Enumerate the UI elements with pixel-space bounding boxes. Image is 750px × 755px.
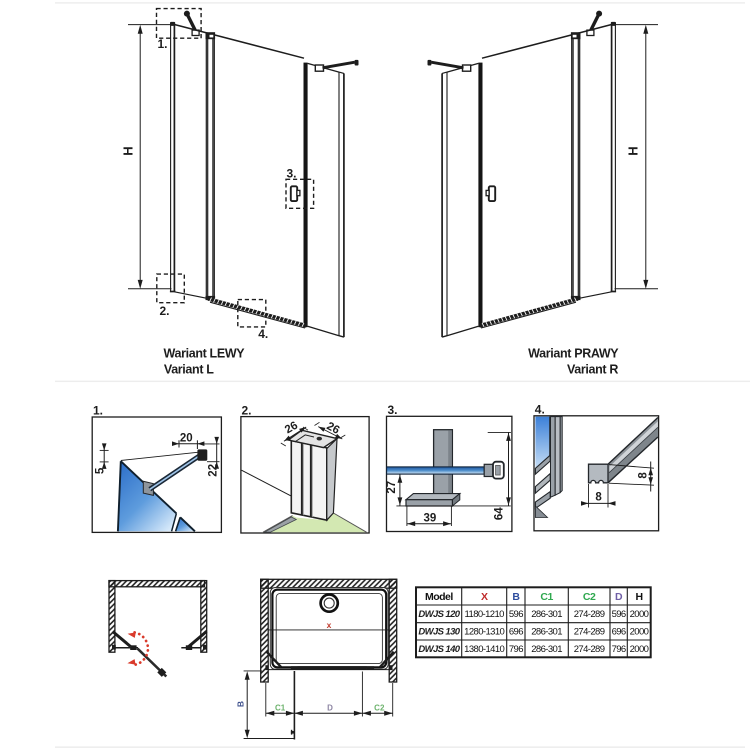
svg-text:796: 796 <box>509 644 523 655</box>
svg-text:Wariant PRAWY: Wariant PRAWY <box>528 346 619 360</box>
svg-text:2.: 2. <box>160 304 170 318</box>
svg-text:Wariant LEWY: Wariant LEWY <box>164 346 246 360</box>
svg-text:26: 26 <box>324 420 341 437</box>
svg-text:696: 696 <box>612 627 626 638</box>
svg-text:C1: C1 <box>275 704 286 713</box>
svg-text:H: H <box>120 146 135 155</box>
svg-text:C1: C1 <box>540 591 553 603</box>
svg-text:Model: Model <box>425 591 453 603</box>
svg-text:5: 5 <box>95 467 107 474</box>
svg-text:2000: 2000 <box>630 609 649 620</box>
svg-text:2.: 2. <box>242 403 252 417</box>
svg-text:2000: 2000 <box>630 627 649 638</box>
svg-text:2000: 2000 <box>630 644 649 655</box>
svg-text:3.: 3. <box>388 403 398 417</box>
svg-text:274-289: 274-289 <box>574 627 605 638</box>
svg-text:1.: 1. <box>158 37 168 51</box>
svg-text:1280-1310: 1280-1310 <box>464 627 504 638</box>
svg-text:D: D <box>327 704 333 713</box>
svg-text:Variant R: Variant R <box>567 362 618 376</box>
svg-text:274-289: 274-289 <box>574 644 605 655</box>
svg-text:8: 8 <box>638 472 650 479</box>
svg-text:3.: 3. <box>287 166 297 180</box>
svg-text:20: 20 <box>180 432 193 444</box>
svg-text:22: 22 <box>208 464 220 477</box>
svg-text:1180-1210: 1180-1210 <box>465 609 505 620</box>
svg-text:DWJS 120: DWJS 120 <box>418 609 460 620</box>
svg-text:DWJS 130: DWJS 130 <box>418 627 460 638</box>
svg-text:B: B <box>512 591 520 603</box>
svg-text:8: 8 <box>595 491 602 503</box>
svg-text:64: 64 <box>494 507 506 520</box>
svg-text:1.: 1. <box>93 403 103 417</box>
svg-text:H: H <box>635 591 642 603</box>
svg-text:26: 26 <box>283 420 300 437</box>
svg-text:Variant L: Variant L <box>164 362 214 376</box>
svg-text:x: x <box>327 620 332 630</box>
svg-text:286-301: 286-301 <box>531 609 562 620</box>
svg-text:274-289: 274-289 <box>574 609 605 620</box>
svg-text:596: 596 <box>509 609 523 620</box>
svg-text:4.: 4. <box>535 403 545 417</box>
svg-text:286-301: 286-301 <box>531 644 562 655</box>
svg-text:D: D <box>615 591 623 603</box>
svg-text:C2: C2 <box>583 591 596 603</box>
svg-text:796: 796 <box>612 644 626 655</box>
svg-text:4.: 4. <box>258 327 268 341</box>
svg-text:286-301: 286-301 <box>531 627 562 638</box>
svg-text:27: 27 <box>386 481 398 494</box>
svg-text:39: 39 <box>424 512 437 524</box>
svg-text:696: 696 <box>509 627 523 638</box>
svg-text:C2: C2 <box>374 704 385 713</box>
svg-text:1380-1410: 1380-1410 <box>464 644 504 655</box>
svg-text:X: X <box>481 591 488 603</box>
svg-text:H: H <box>626 146 641 155</box>
svg-text:B: B <box>236 701 246 707</box>
svg-text:596: 596 <box>612 609 626 620</box>
svg-text:DWJS 140: DWJS 140 <box>418 644 460 655</box>
